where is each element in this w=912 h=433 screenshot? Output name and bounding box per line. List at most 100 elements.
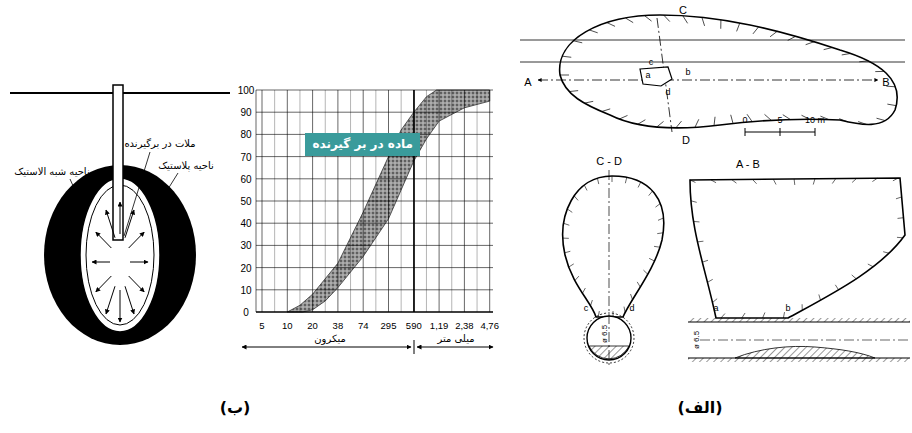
rock-hatch bbox=[564, 223, 570, 225]
rock-hatch bbox=[625, 18, 633, 23]
axis-tick: 1,19 bbox=[430, 321, 449, 331]
callout-letter: D bbox=[682, 134, 690, 146]
callout-letter: 10 m bbox=[805, 116, 825, 126]
rock-hatch bbox=[858, 122, 867, 125]
rock-hatch bbox=[859, 60, 868, 62]
rock-hatch bbox=[806, 42, 814, 45]
callout-letter: c bbox=[649, 58, 654, 68]
rock-hatch bbox=[655, 204, 660, 208]
rock-hatch bbox=[752, 179, 756, 183]
rock-hatch bbox=[773, 179, 776, 184]
axis-unit: میلی متر bbox=[437, 333, 474, 344]
pressure-arrow bbox=[96, 232, 112, 248]
grid-line bbox=[256, 112, 493, 113]
callout-letter: C - D bbox=[596, 155, 622, 167]
callout-letter: B bbox=[882, 76, 889, 88]
rock-hatch bbox=[788, 36, 796, 40]
grout-figure bbox=[10, 85, 230, 345]
rock-hatch bbox=[720, 20, 721, 29]
rock-hatch bbox=[896, 197, 902, 199]
grid-line bbox=[256, 267, 493, 268]
rock-hatch bbox=[737, 23, 740, 31]
axis-tick: 80 bbox=[240, 129, 251, 140]
grid-line bbox=[413, 90, 414, 312]
grading-chart bbox=[242, 90, 493, 354]
rock-hatch bbox=[763, 312, 765, 318]
rock-hatch bbox=[598, 311, 599, 317]
grid-line bbox=[256, 245, 493, 246]
rock-hatch bbox=[591, 300, 593, 306]
rock-hatch bbox=[852, 275, 857, 279]
axis-tick: 38 bbox=[333, 321, 344, 331]
rock-hatch bbox=[887, 104, 896, 106]
pressure-arrow bbox=[96, 276, 112, 292]
rock-hatch bbox=[638, 182, 641, 187]
rock-hatch bbox=[783, 115, 791, 120]
rock-hatch bbox=[691, 201, 697, 203]
rock-hatch bbox=[569, 90, 578, 92]
rock-hatch bbox=[560, 75, 569, 76]
pressure-arrow bbox=[106, 210, 115, 238]
rock-hatch bbox=[893, 178, 898, 181]
axis-tick: 30 bbox=[240, 240, 251, 251]
rock-hatch bbox=[624, 307, 625, 313]
pressure-arrow bbox=[92, 262, 110, 263]
rock-hatch bbox=[589, 30, 598, 33]
section-cd bbox=[563, 170, 664, 368]
rock-hatch bbox=[657, 121, 664, 127]
rock-hatch bbox=[638, 120, 646, 125]
axis-tick: 20 bbox=[307, 321, 318, 331]
rock-hatch bbox=[563, 238, 569, 239]
grid-line bbox=[256, 223, 493, 224]
callout-letter: a bbox=[645, 71, 650, 81]
rock-hatch bbox=[612, 176, 613, 182]
rock-hatch bbox=[875, 71, 884, 72]
callout-letter: 0 bbox=[742, 116, 747, 126]
pressure-arrow bbox=[129, 276, 145, 292]
pressure-arrow bbox=[129, 232, 145, 248]
callout-letter: a bbox=[713, 304, 718, 314]
axis-tick: 90 bbox=[240, 107, 251, 118]
rock-hatch bbox=[567, 209, 572, 212]
rock-hatch bbox=[832, 179, 835, 184]
rock-hatch bbox=[872, 178, 877, 181]
figure-caption: (ب) bbox=[220, 399, 251, 417]
axis-tick: 74 bbox=[358, 321, 369, 331]
axis-tick: 10 bbox=[240, 284, 251, 295]
rock-hatch bbox=[824, 47, 833, 49]
rock-hatch bbox=[676, 121, 682, 128]
rock-hatch bbox=[643, 270, 647, 274]
rock-hatch bbox=[631, 294, 633, 300]
rock-hatch bbox=[765, 114, 772, 120]
axis-tick: 5 bbox=[259, 321, 264, 331]
callout-letter: c bbox=[584, 304, 589, 314]
rock-hatch bbox=[575, 276, 579, 280]
section-ab bbox=[688, 178, 910, 362]
rock-hatch bbox=[742, 313, 745, 318]
rock-hatch bbox=[658, 218, 664, 220]
rock-hatch bbox=[877, 118, 886, 120]
rock-hatch bbox=[690, 180, 695, 182]
rock-hatch bbox=[619, 115, 627, 119]
rock-hatch bbox=[898, 217, 904, 219]
rock-hatch bbox=[783, 312, 784, 318]
axis-tick: 40 bbox=[240, 218, 251, 229]
rock-hatch bbox=[731, 115, 733, 124]
pressure-arrow bbox=[106, 286, 115, 314]
rock-hatch bbox=[607, 23, 615, 27]
rock-hatch bbox=[702, 17, 705, 26]
axis-tick: 60 bbox=[240, 173, 251, 184]
rock-hatch bbox=[584, 185, 587, 190]
rock-hatch bbox=[597, 178, 598, 184]
rock-hatch bbox=[569, 264, 574, 267]
rock-hatch bbox=[664, 15, 670, 22]
callout-letter: C bbox=[679, 4, 687, 16]
rock-hatch bbox=[683, 16, 688, 24]
rock-hatch bbox=[707, 279, 712, 282]
callout-letter: 5 bbox=[777, 116, 782, 126]
rock-hatch bbox=[697, 241, 703, 243]
rock-hatch bbox=[721, 314, 725, 318]
rock-hatch bbox=[637, 282, 640, 287]
rock-hatch bbox=[582, 288, 585, 293]
